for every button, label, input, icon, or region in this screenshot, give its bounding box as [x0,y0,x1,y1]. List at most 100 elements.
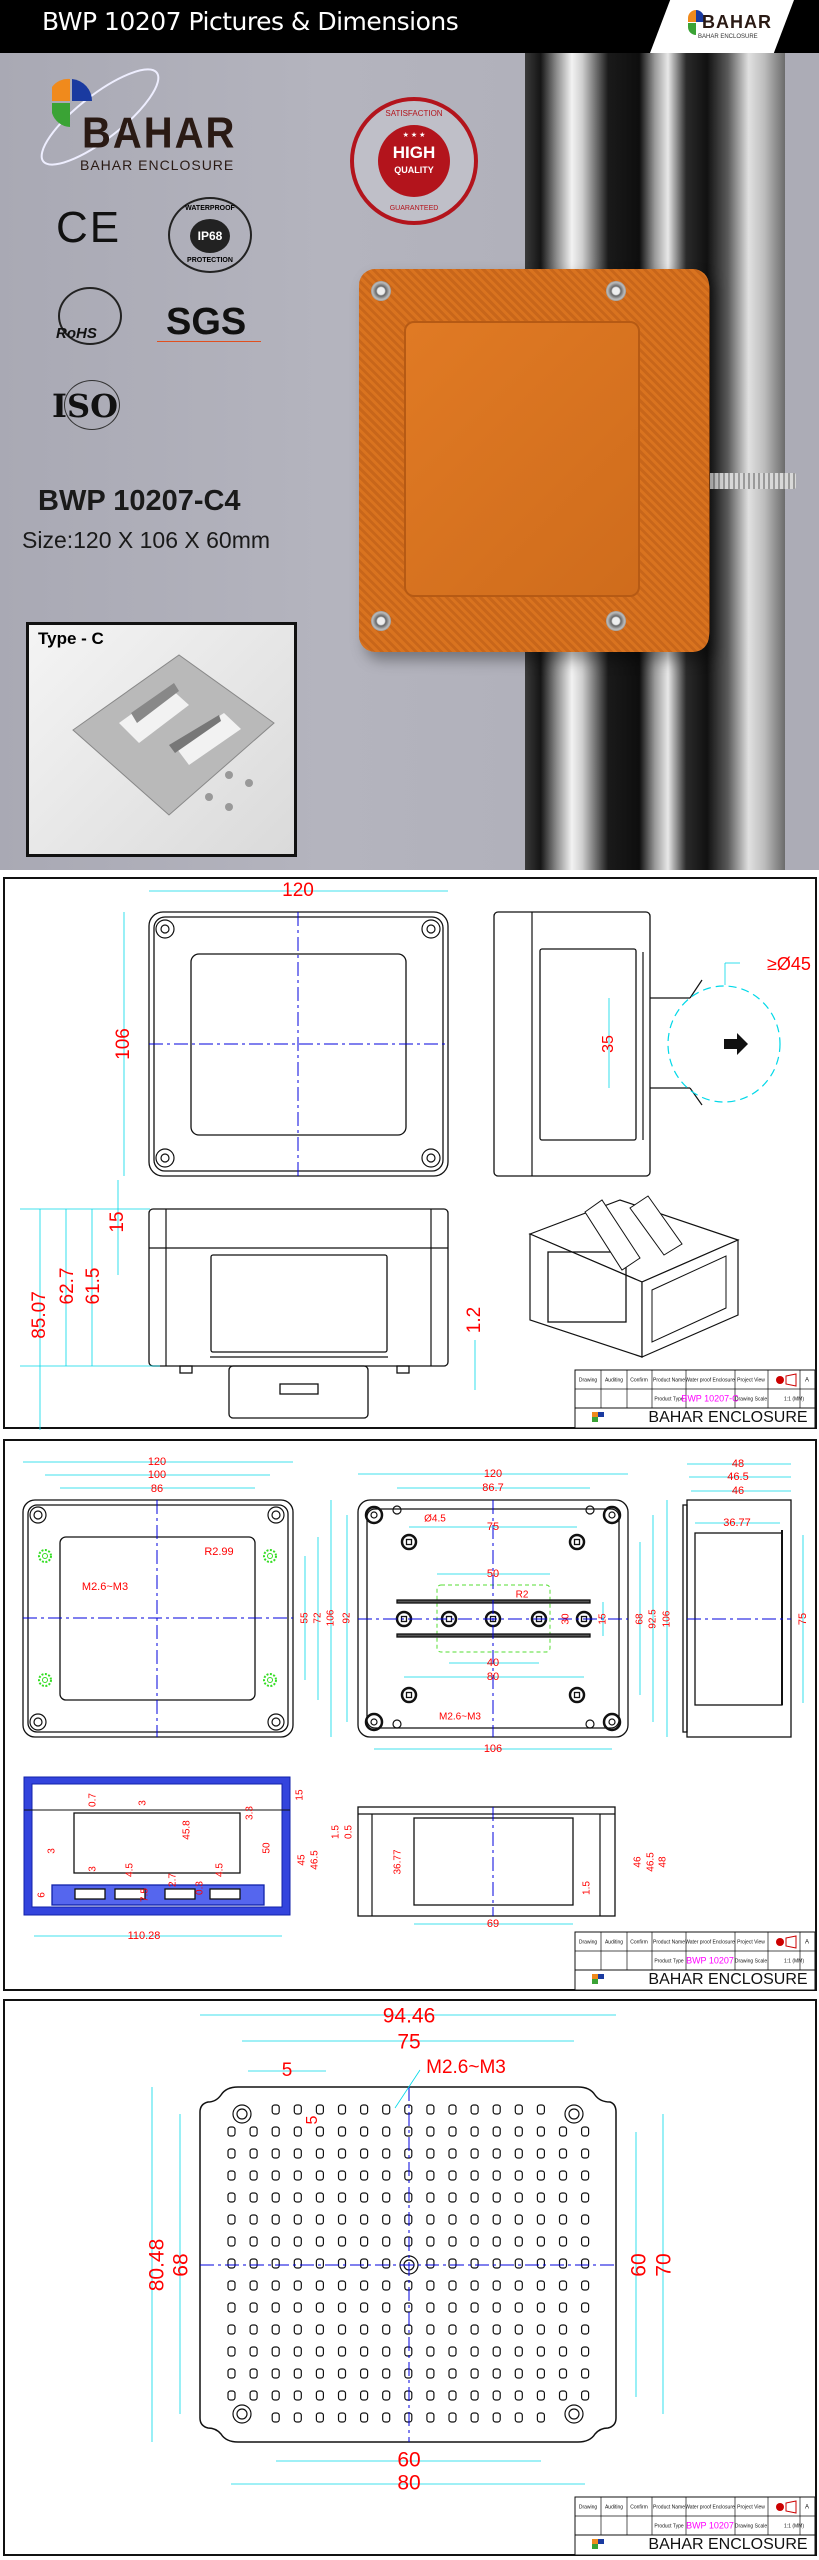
revision-label: A [805,2505,809,2511]
vent-hole [492,2104,501,2115]
vent-hole [227,2324,236,2335]
vent-hole [558,2214,568,2225]
vent-hole [315,2324,324,2335]
vent-hole [315,2148,324,2159]
vent-hole [293,2324,302,2335]
vent-hole [249,2258,258,2269]
vent-hole [580,2258,590,2269]
boss-hole [405,1538,413,1546]
vent-hole [470,2192,479,2203]
vent-hole [536,2236,546,2247]
vent-hole [448,2126,457,2137]
dimension-label: 3.3 [245,1806,256,1820]
vent-hole [426,2148,435,2159]
dimension-label: 4.5 [215,1863,226,1877]
vent-hole [249,2368,258,2379]
company-logo-icon [592,1974,598,1979]
vent-hole [337,2170,347,2181]
vent-hole [514,2170,523,2181]
screw-hole [426,924,436,934]
vent-hole [382,2258,391,2269]
vent-hole [382,2346,391,2357]
badge-main-text: HIGH [392,143,436,162]
sgs-mark: SGS [166,301,247,343]
vent-hole [404,2192,413,2203]
vent-hole [536,2280,546,2291]
vent-hole [404,2104,413,2115]
product-photo: BAHAR BAHAR ENCLOSURE SATISFACTION ★ ★ ★… [0,53,819,870]
product-type-value: BWP 10207 [686,1955,734,1965]
vent-hole [382,2126,391,2137]
vent-hole [382,2170,391,2181]
boss-hole [573,1691,581,1699]
mount-hole [267,1677,273,1683]
vent-hole [448,2412,457,2423]
vent-hole [293,2236,302,2247]
dimension-label: 120 [282,880,314,901]
vent-hole [360,2346,369,2357]
logo-orbit-icon [40,68,160,166]
screw-hole [370,1511,378,1519]
vent-hole [492,2192,501,2203]
dimension-label: 46.5 [646,1852,657,1872]
vent-hole [360,2324,369,2335]
vent-hole [558,2324,568,2335]
title-block-cell: Drawing [579,1377,598,1383]
mount-hole [267,1553,273,1559]
vent-hole [580,2390,590,2401]
size-text: Size:120 X 106 X 60mm [22,527,271,553]
vent-hole [337,2412,347,2423]
screw-icon [606,611,626,631]
dimension-label: 68 [170,2253,193,2276]
globe-icon [64,380,120,430]
brand-logo: BAHAR BAHAR ENCLOSURE [30,67,270,173]
vent-hole [470,2126,479,2137]
vent-hole [337,2390,347,2401]
vent-hole [271,2280,280,2291]
vent-hole [271,2302,280,2313]
company-logo-icon [592,1979,598,1984]
screw-hole [364,1505,384,1525]
vent-hole [580,2324,590,2335]
vent-hole [337,2302,347,2313]
screw-hole [29,1506,47,1524]
dimension-label: 30 [561,1613,572,1625]
vent-hole [536,2324,546,2335]
vent-hole [536,2192,546,2203]
dimension-label: Ø4.5 [424,1514,446,1525]
vent-hole [337,2148,347,2159]
screw-hole [232,2404,252,2424]
vent-hole [315,2280,324,2291]
vent-hole [514,2148,523,2159]
dimension-label: 46.5 [727,1471,748,1483]
vent-hole [514,2236,523,2247]
company-logo-icon [592,1412,598,1417]
title-block-cell: Confirm [630,2504,648,2510]
vent-hole [293,2258,302,2269]
company-logo-icon [598,2539,604,2544]
title-block-cell: Drawing [579,2504,598,2510]
base-slot [279,1383,319,1395]
vent-hole [448,2390,457,2401]
vent-hole [227,2280,236,2291]
vent-hole [337,2192,347,2203]
vent-hole [448,2148,457,2159]
vent-hole [360,2368,369,2379]
vent-hole [580,2126,590,2137]
vent-hole [492,2412,501,2423]
dimension-label: 92.5 [648,1609,659,1629]
title-block-frame [574,1369,816,1429]
vent-hole [580,2214,590,2225]
vent-hole [580,2192,590,2203]
vent-hole [315,2126,324,2137]
vent-hole [514,2390,523,2401]
vent-hole [470,2280,479,2291]
vent-hole [426,2126,435,2137]
vent-hole [448,2192,457,2203]
vent-hole [227,2236,236,2247]
vent-hole [315,2302,324,2313]
vent-hole [382,2368,391,2379]
company-name: BAHAR ENCLOSURE [648,1409,807,1426]
dimension-label: ≥Ø45 [767,954,811,974]
iso-window [547,1251,627,1323]
